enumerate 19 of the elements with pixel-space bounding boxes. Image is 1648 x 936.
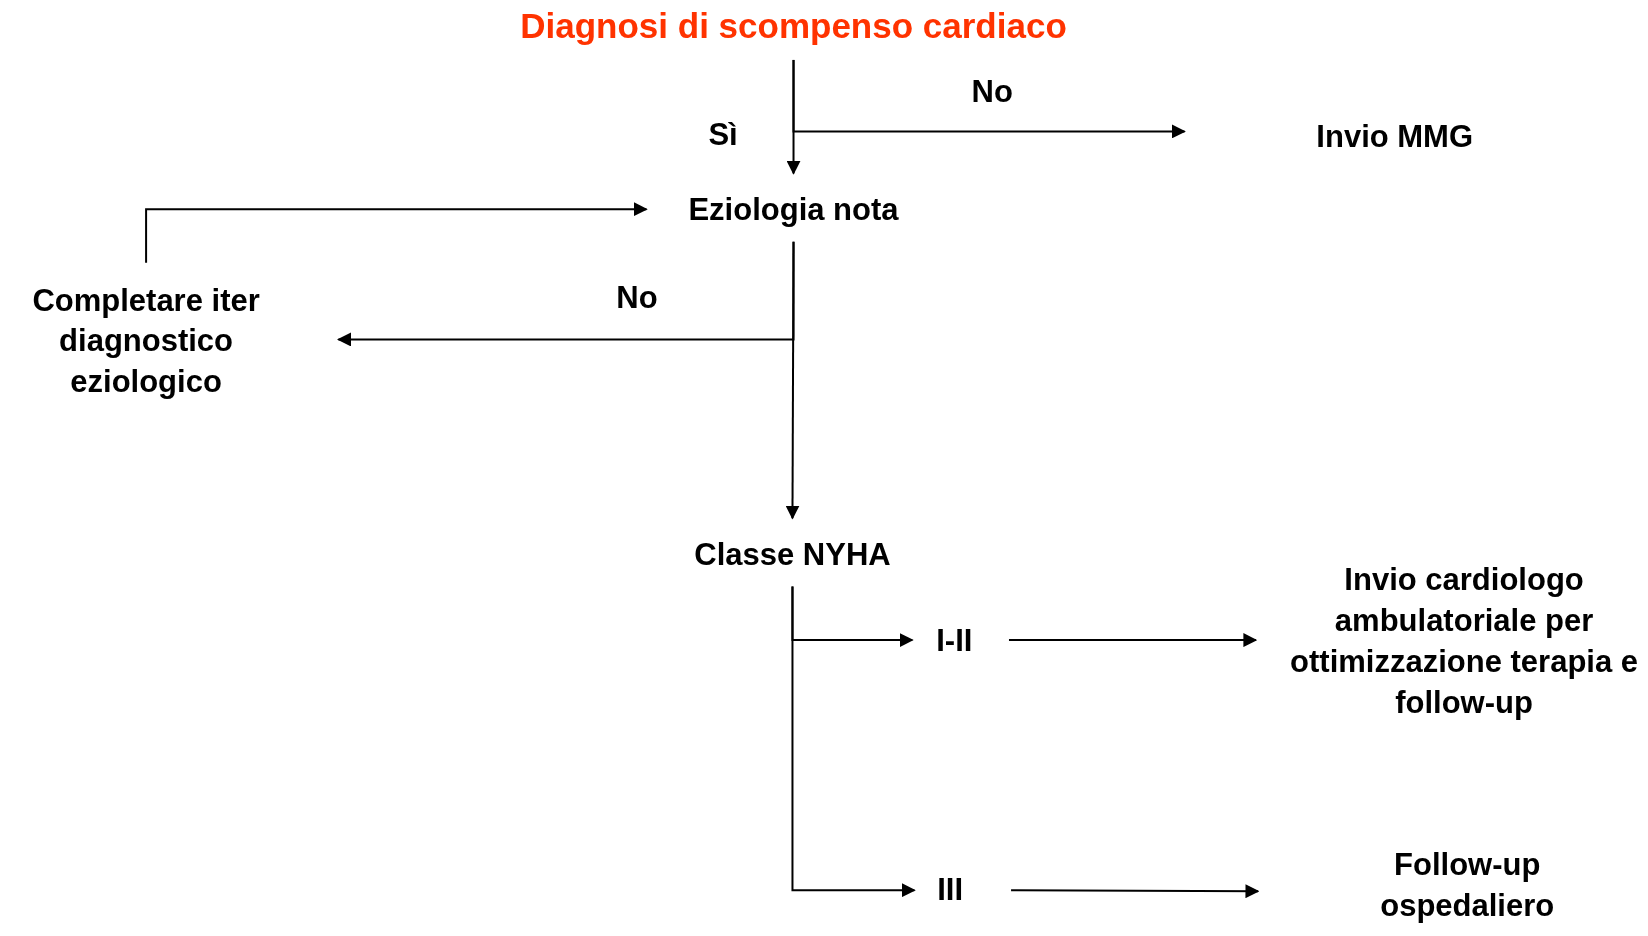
arrow [792,58,1186,139]
edge-label: Sì [708,115,738,154]
step-text: Completare iter diagnostico eziologico [0,280,296,403]
arrow [1008,633,1258,648]
step-text: Eziologia nota [635,189,952,231]
title-text: Diagnosi di scompenso cardiaco [425,3,1162,50]
arrow [791,585,916,898]
step-text: I-II [912,620,997,662]
arrow [785,240,800,520]
edge-label: No [616,279,658,318]
arrow [145,202,648,264]
arrow [1010,884,1260,899]
arrow [337,240,795,347]
step-text: Classe NYHA [645,534,940,576]
step-text: Invio MMG [1258,116,1532,158]
step-text: Follow-up ospedaliero [1330,845,1604,927]
step-text: III [908,869,993,911]
edge-label: No [971,73,1013,112]
step-text: Invio cardiologo ambulatoriale per ottimizzazione terapia e follow-up [1282,560,1646,724]
